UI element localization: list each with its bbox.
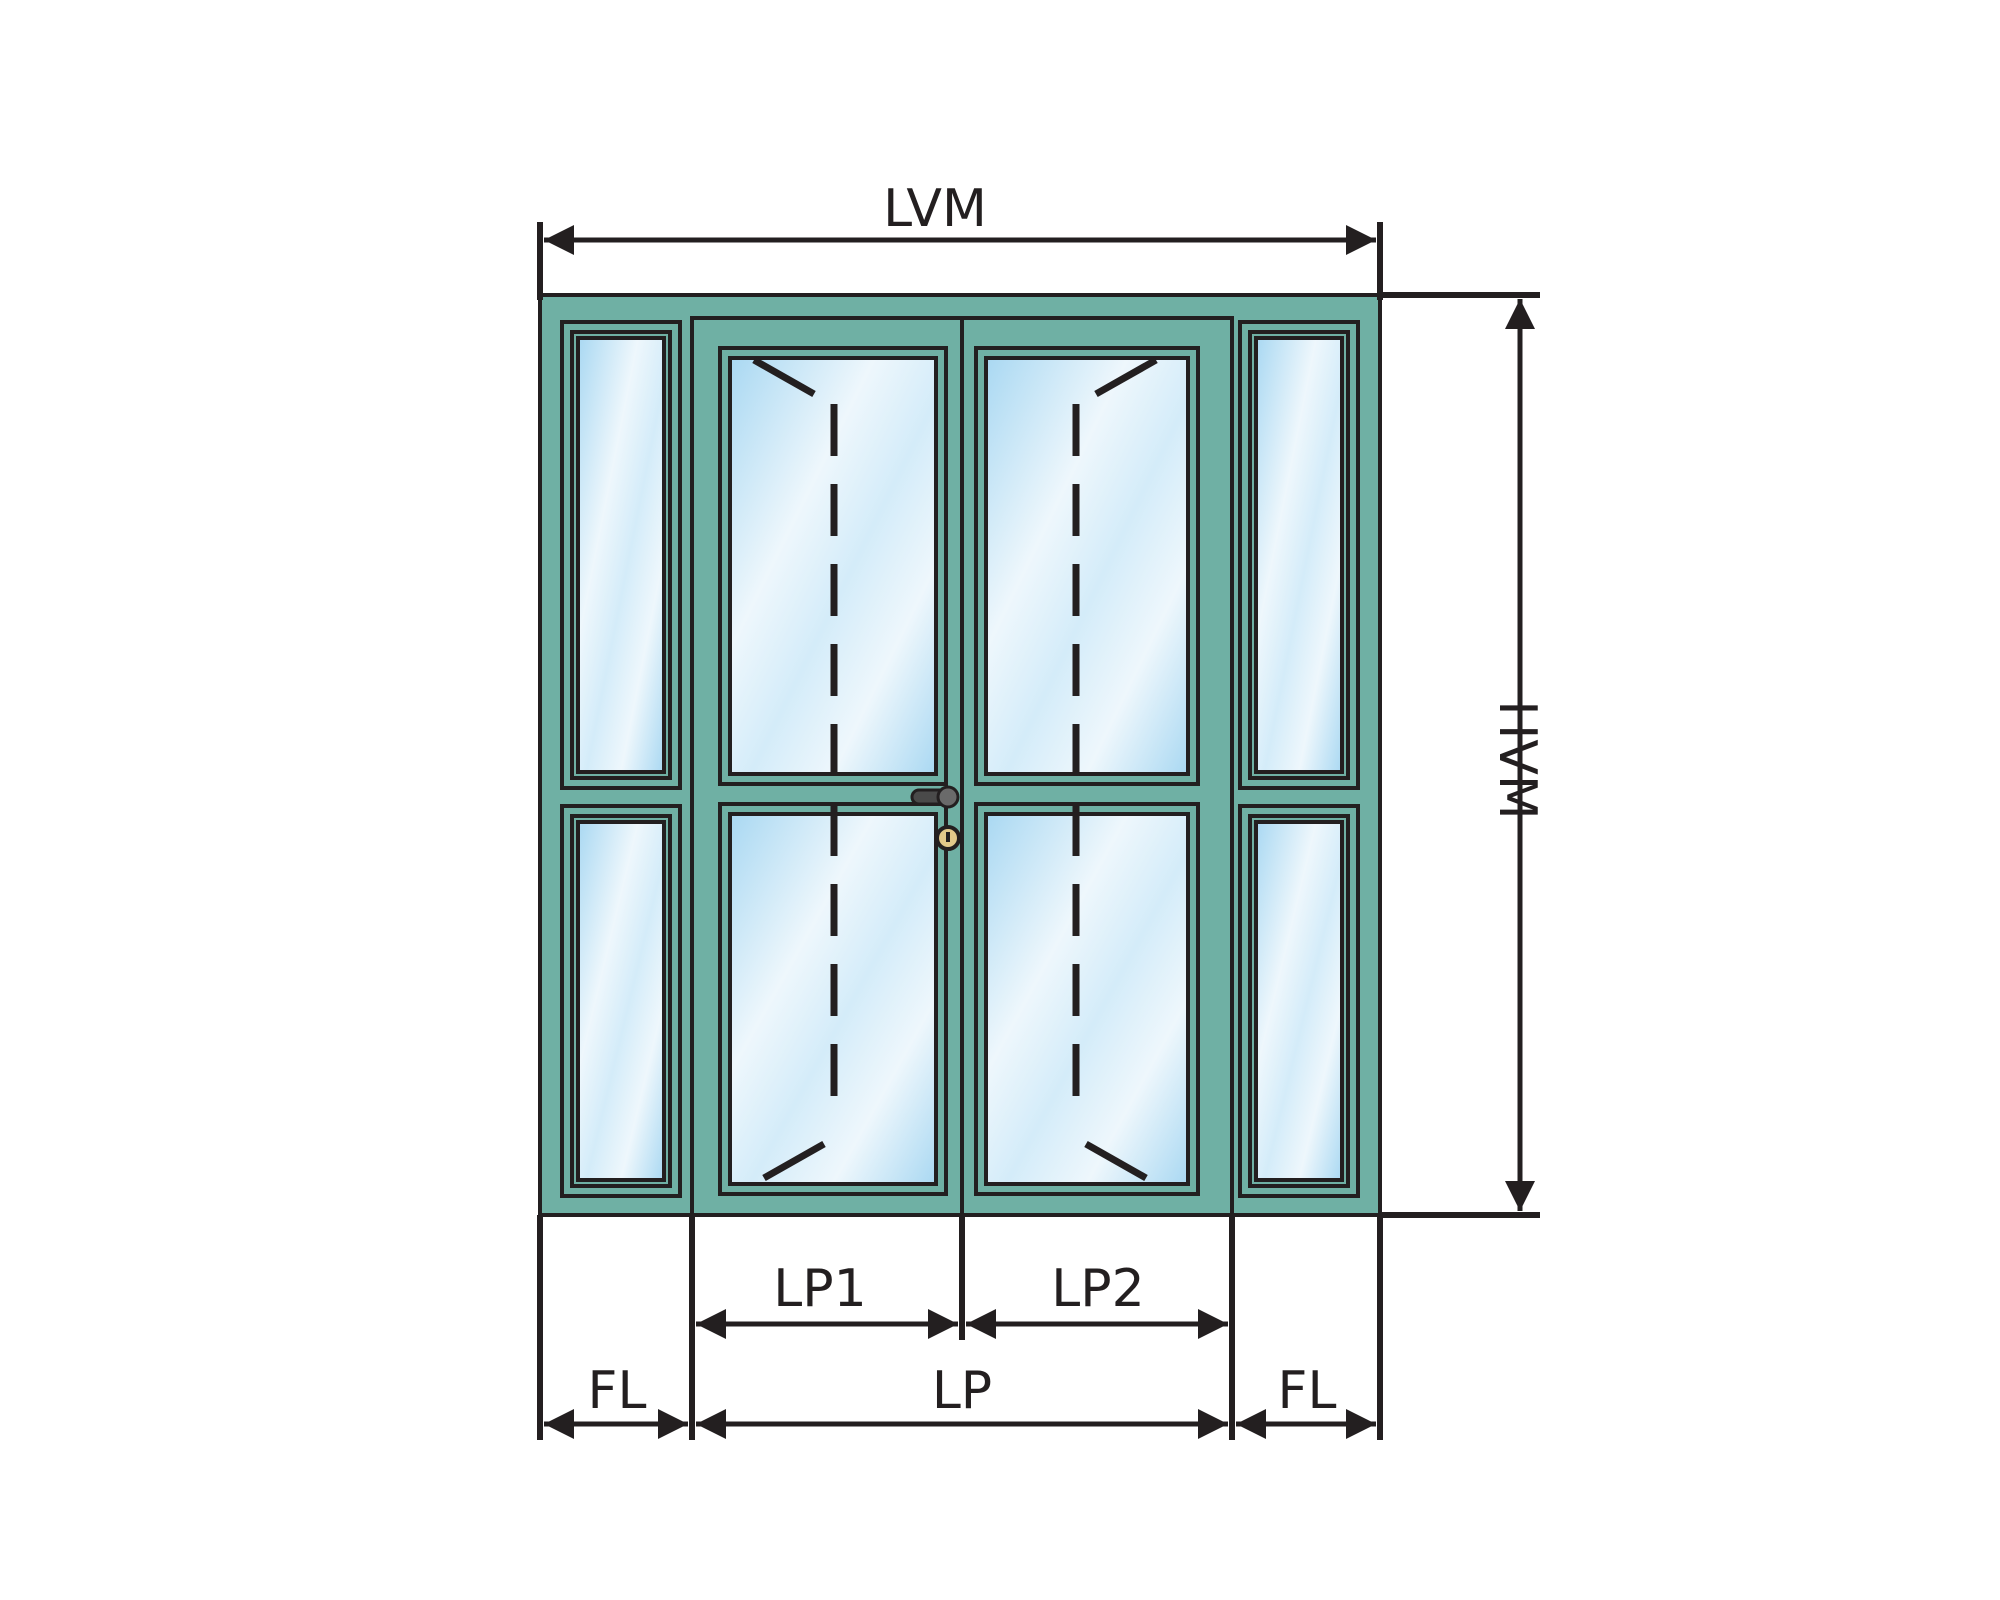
right-sidelight-upper-glass	[1254, 336, 1344, 774]
overall-width-label: LVM	[883, 179, 987, 239]
door-leaf-2	[974, 346, 1200, 1196]
leaf-2-lower-glass	[984, 812, 1190, 1186]
overall-height-dimension: HVM	[1380, 292, 1547, 1218]
door-leaf-1	[718, 346, 948, 1196]
left-sidelight	[560, 320, 682, 1198]
left-sidelight-upper-glass	[576, 336, 666, 774]
right-sidelight-width-label: FL	[1278, 1361, 1337, 1421]
leaf-2-upper-glass	[984, 356, 1190, 776]
left-sidelight-lower-glass	[576, 820, 666, 1182]
right-sidelight	[1238, 320, 1360, 1198]
right-sidelight-lower-glass	[1254, 820, 1344, 1182]
overall-height-label: HVM	[1487, 700, 1547, 820]
door-width-label: LP	[932, 1361, 992, 1421]
lock-cylinder-icon	[935, 825, 961, 851]
leaf-1-width-label: LP1	[773, 1259, 866, 1319]
bottom-dimensions: LP1 LP2 FL LP FL	[537, 1215, 1383, 1440]
leaf-2-width-label: LP2	[1051, 1259, 1144, 1319]
left-sidelight-width-label: FL	[588, 1361, 647, 1421]
leaf-2-opening-symbol	[1072, 356, 1158, 1182]
overall-width-dimension: LVM	[537, 179, 1383, 300]
leaf-1-opening-symbol	[752, 356, 838, 1182]
door-handle-icon	[910, 785, 960, 809]
